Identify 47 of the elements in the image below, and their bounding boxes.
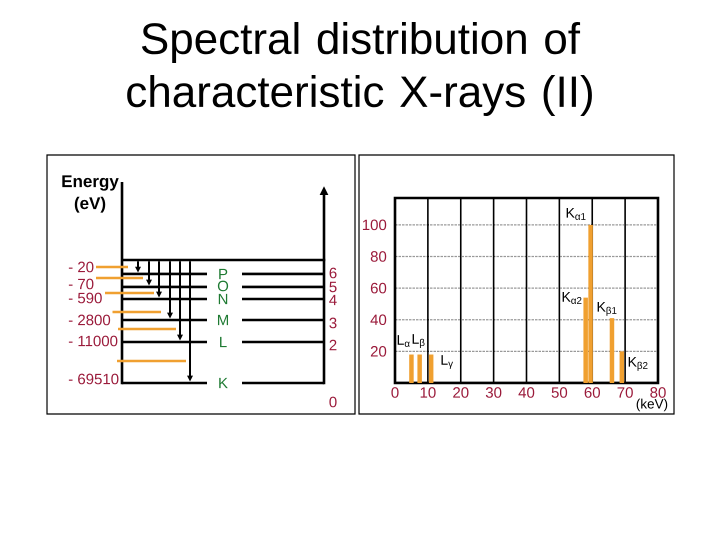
x-tick-label: 40 (518, 387, 534, 398)
quantum-number: 0 (329, 396, 337, 408)
annotation: L$_{α}$ (398, 335, 410, 347)
shell-letter: M (218, 314, 228, 326)
x-tick-label: 60 (584, 387, 600, 398)
shell-letter: L (220, 336, 227, 348)
annotation: K$_{β1}$ (598, 302, 616, 316)
x-tick-label: 30 (486, 387, 502, 398)
energy-value: - 11000 (68, 336, 118, 346)
y-tick-label: 100 (362, 220, 386, 230)
x-tick-label: 10 (420, 387, 436, 398)
y-tick-label: 60 (370, 282, 386, 294)
quantum-number: 6 (330, 268, 337, 278)
quantum-number: 3 (329, 318, 337, 328)
y-tick-label: 20 (370, 346, 386, 357)
y-tick-label: 80 (370, 251, 386, 262)
annotation: L$_{β}$ (412, 334, 425, 348)
bar (417, 354, 422, 383)
annotation: K$_{α1}$ (566, 208, 586, 220)
title: Spectral distribution of characteristic X-rays (II) (127, 22, 592, 116)
annotation: L$_{γ}$ (442, 355, 454, 369)
axis-label: Energy (eV) (62, 175, 119, 213)
y-tick-label: 40 (370, 314, 386, 326)
x-tick-label: 50 (552, 387, 568, 398)
x-tick-label: 80 (650, 387, 666, 398)
energy-value: - 70 (68, 278, 94, 290)
bar (620, 351, 624, 383)
shell-letter: N (218, 294, 228, 304)
shell-letter: O (218, 280, 228, 292)
bar (428, 354, 434, 383)
energy-value: - 2800 (68, 314, 110, 326)
x-tick-label: 0 (391, 387, 399, 398)
energy-value: - 590 (68, 292, 102, 304)
quantum-number: 5 (329, 282, 337, 292)
bar (610, 318, 614, 383)
quantum-number: 2 (330, 340, 336, 350)
x-tick-label: 70 (618, 387, 633, 398)
x-axis-title: (keV) (636, 398, 668, 412)
energy-value: - 20 (68, 262, 94, 272)
x-tick-label: 20 (453, 387, 468, 398)
annotation: K$_{β2}$ (628, 357, 648, 371)
bar (409, 354, 414, 383)
shell-letter: P (219, 268, 228, 280)
shell-letter: K (219, 378, 228, 388)
annotation: K$_{α2}$ (562, 292, 582, 304)
energy-value: - 69510 (68, 374, 118, 384)
quantum-number: 4 (329, 294, 337, 306)
